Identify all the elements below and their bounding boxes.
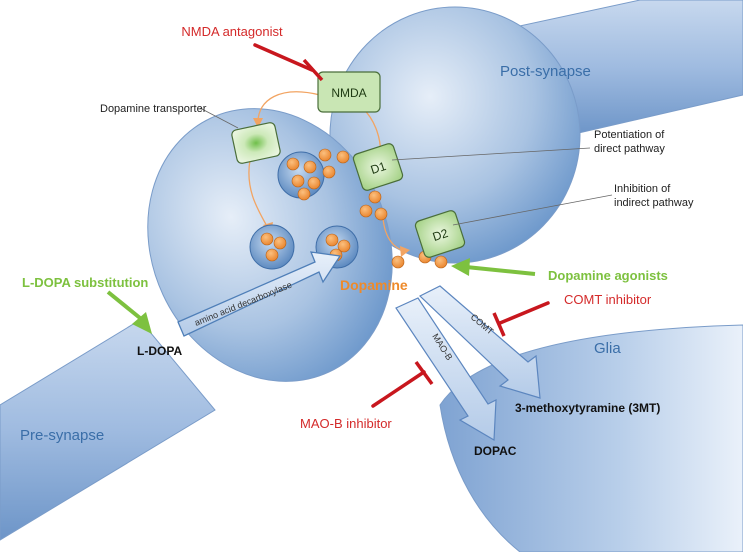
dopamine-molecules bbox=[260, 148, 448, 269]
l-dopa-substitution-label: L-DOPA substitution bbox=[22, 275, 148, 290]
nmda-antagonist-inhibition bbox=[253, 43, 324, 82]
vesicle-2 bbox=[249, 224, 295, 270]
callout-lines bbox=[199, 107, 613, 226]
inhibition-label-2: indirect pathway bbox=[614, 197, 694, 209]
dopamine-transporter-label: Dopamine transporter bbox=[100, 103, 207, 115]
post-synapse-label: Post-synapse bbox=[500, 63, 591, 80]
comt-arrow: COMT bbox=[418, 285, 541, 399]
nmda-receptor: NMDA bbox=[317, 71, 381, 113]
inhibition-label-1: Inhibition of bbox=[614, 183, 671, 195]
glia-label: Glia bbox=[594, 340, 621, 357]
d1-label: D1 bbox=[369, 159, 388, 177]
d2-receptor: D2 bbox=[414, 210, 466, 258]
d2-label: D2 bbox=[431, 226, 450, 244]
nmda-antagonist-label: NMDA antagonist bbox=[181, 24, 283, 39]
d1-receptor: D1 bbox=[352, 143, 404, 191]
potentiation-label-1: Potentiation of bbox=[594, 129, 665, 141]
agonist-arrow bbox=[451, 258, 536, 276]
mao-b-inhibitor-label: MAO-B inhibitor bbox=[300, 416, 392, 431]
dopamine-transporter bbox=[231, 122, 281, 164]
comt-inhibition bbox=[492, 301, 550, 337]
potentiation-label-2: direct pathway bbox=[594, 143, 665, 155]
dopamine-label: Dopamine bbox=[340, 277, 408, 293]
comt-inhibitor-label: COMT inhibitor bbox=[564, 292, 652, 307]
l-dopa-arrow bbox=[106, 290, 152, 334]
dopamine-agonists-label: Dopamine agonists bbox=[548, 268, 668, 283]
nmda-label: NMDA bbox=[331, 86, 366, 100]
l-dopa-label: L-DOPA bbox=[137, 344, 182, 358]
three-mt-label: 3-methoxytyramine (3MT) bbox=[515, 401, 660, 415]
dopac-label: DOPAC bbox=[474, 444, 517, 458]
post-synapse bbox=[329, 0, 743, 264]
mao-b-inhibition bbox=[371, 360, 434, 408]
pre-synapse-label: Pre-synapse bbox=[20, 427, 104, 444]
